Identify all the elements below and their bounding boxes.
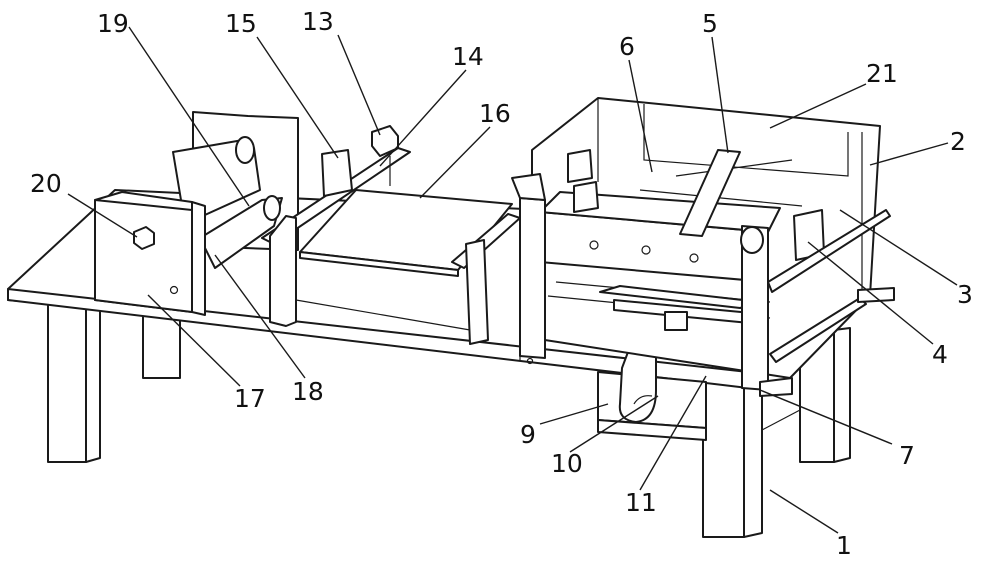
callout-20: 20 bbox=[30, 169, 62, 198]
callout-7: 7 bbox=[899, 441, 915, 470]
callout-10: 10 bbox=[551, 449, 583, 478]
callout-9: 9 bbox=[520, 420, 536, 449]
callout-15: 15 bbox=[225, 9, 257, 38]
callout-19: 19 bbox=[97, 9, 129, 38]
callout-3: 3 bbox=[957, 280, 973, 309]
callout-1: 1 bbox=[836, 531, 852, 560]
callout-11: 11 bbox=[625, 488, 657, 517]
callout-14: 14 bbox=[452, 42, 484, 71]
callout-16: 16 bbox=[479, 99, 511, 128]
callout-4: 4 bbox=[932, 340, 948, 369]
callout-18: 18 bbox=[292, 377, 324, 406]
callout-13: 13 bbox=[302, 7, 334, 36]
callout-2: 2 bbox=[950, 127, 966, 156]
callout-17: 17 bbox=[234, 384, 266, 413]
callout-6: 6 bbox=[619, 32, 635, 61]
callout-21: 21 bbox=[866, 59, 898, 88]
callout-5: 5 bbox=[702, 9, 718, 38]
